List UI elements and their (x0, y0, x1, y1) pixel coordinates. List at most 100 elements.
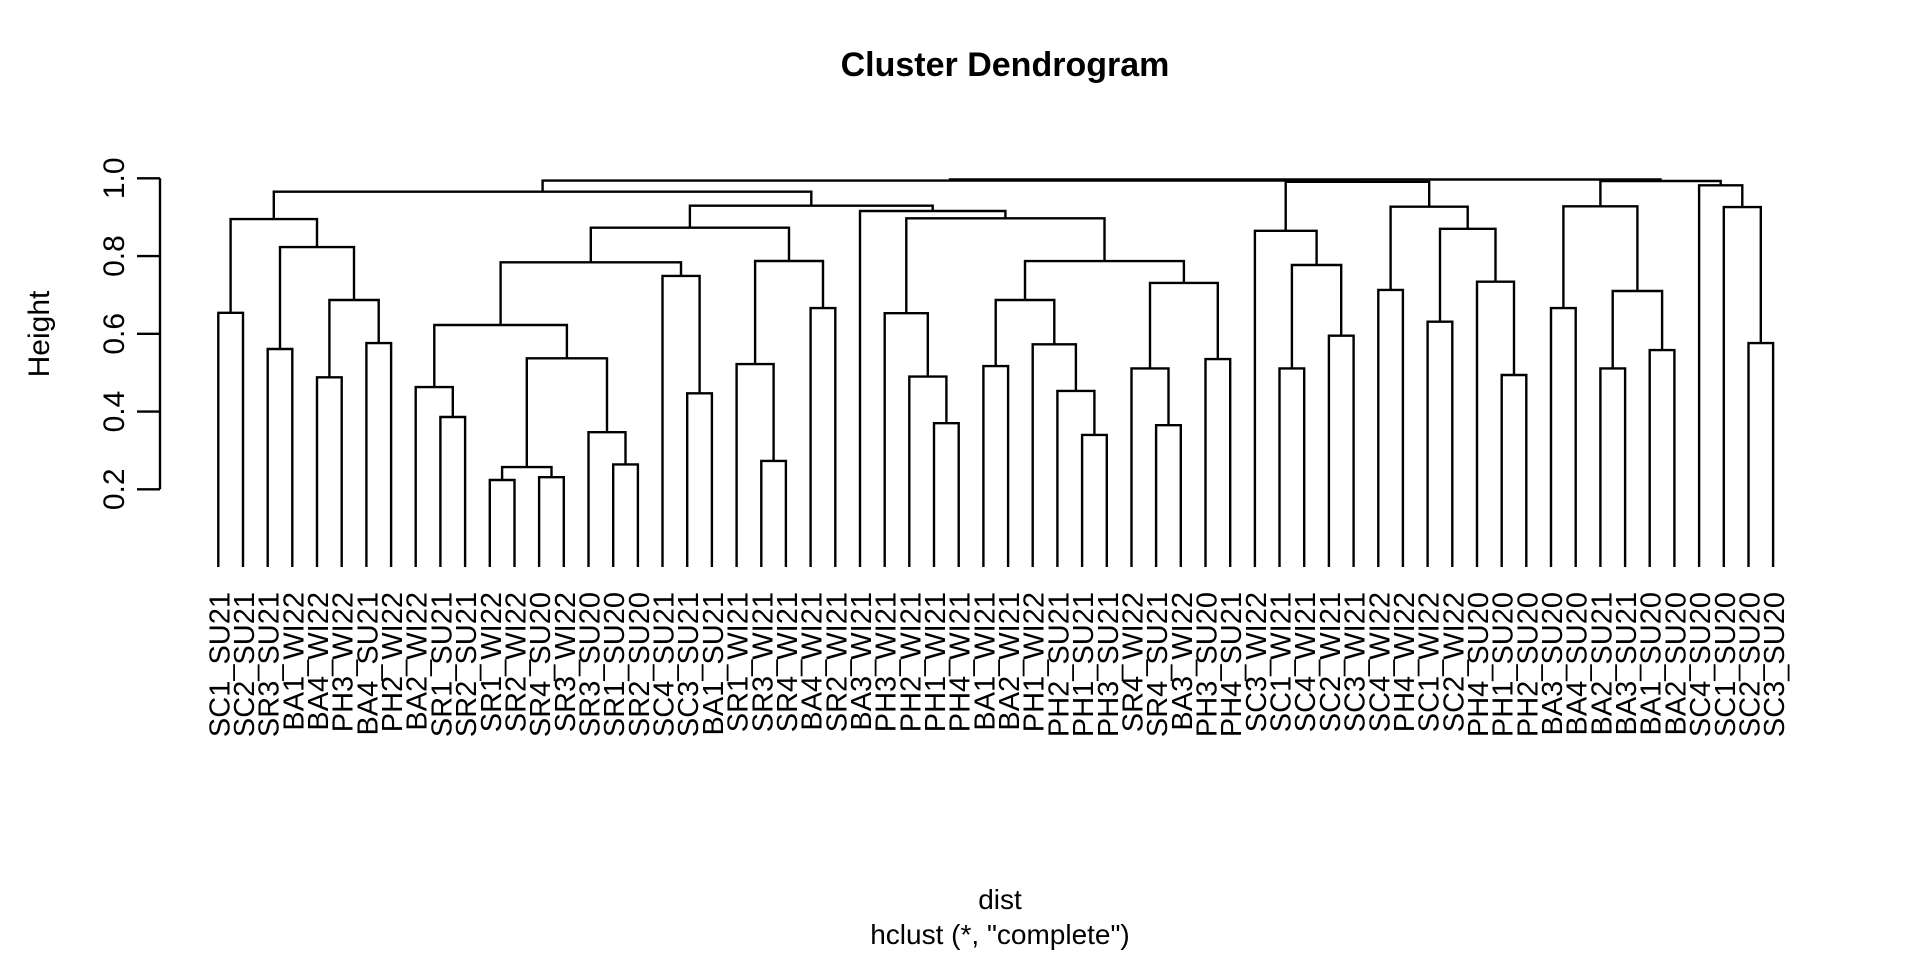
dendrogram-link (948, 178, 1662, 181)
dendrogram-link (753, 259, 825, 365)
leaf-label: SR3_WI21 (747, 592, 779, 732)
leaf-label: BA1_WI21 (969, 592, 1001, 731)
dendrogram-link (1549, 306, 1577, 567)
dendrogram-link (688, 204, 934, 228)
leaf-label: SC1_WI21 (1266, 592, 1298, 732)
dendrogram-link (1023, 259, 1186, 300)
dendrogram-link (883, 312, 929, 567)
y-tick-label: 0.8 (98, 235, 131, 277)
leaf-label: PH4_WI22 (1389, 592, 1421, 732)
leaf-label: SC3_SU21 (673, 592, 705, 737)
dendrogram-link (433, 323, 569, 388)
dendrogram-link (525, 357, 609, 468)
y-axis (137, 177, 162, 491)
dendrogram-link (982, 364, 1010, 567)
leaf-label: PH4_WI21 (945, 592, 977, 732)
leaf-label: SR1_SU20 (599, 592, 631, 737)
leaf-label: BA4_SU20 (1562, 592, 1594, 736)
x-axis-label: dist (978, 884, 1022, 915)
dendrogram-link (809, 306, 837, 567)
leaf-label: BA1_SU21 (698, 592, 730, 736)
dendrogram-link (1253, 229, 1318, 567)
leaf-label: BA2_WI22 (402, 592, 434, 731)
leaf-label: PH2_WI21 (895, 592, 927, 732)
dendrogram-link (278, 245, 356, 349)
leaf-label: SR2_WI22 (500, 592, 532, 732)
dendrogram-link (587, 431, 627, 567)
leaf-label: PH2_SU21 (1043, 592, 1075, 737)
leaf-label: PH2_SU20 (1512, 592, 1544, 737)
dendrogram-link (1290, 263, 1343, 369)
leaf-label: SR1_WI21 (723, 592, 755, 732)
leaf-label: BA2_WI21 (994, 592, 1026, 731)
dendrogram-link (229, 217, 319, 313)
dendrogram-link (612, 463, 640, 567)
leaf-label: SC1_SU20 (1710, 592, 1742, 737)
leaf-label: SR4_SU21 (1142, 592, 1174, 737)
dendrogram-link (328, 298, 380, 378)
dendrogram-link (1747, 341, 1775, 567)
leaf-label: SC4_WI22 (1364, 592, 1396, 732)
leaf-label: SR2_WI21 (821, 592, 853, 732)
dendrogram-link (488, 478, 516, 567)
y-axis-title: Height (23, 290, 56, 377)
dendrogram-link (1475, 280, 1516, 567)
y-tick-label: 0.2 (98, 468, 131, 510)
leaf-label: SC3_WI21 (1340, 592, 1372, 732)
leaf-label: SC4_WI21 (1290, 592, 1322, 732)
leaf-label: PH1_WI21 (920, 592, 952, 732)
dendrogram-link (1697, 184, 1744, 567)
leaf-label: SC2_SU21 (229, 592, 261, 737)
dendrogram-link (266, 347, 294, 567)
leaf-label: BA3_WI22 (1167, 592, 1199, 731)
leaf-label: PH1_WI22 (1019, 592, 1051, 732)
dendrogram-link (1031, 343, 1078, 567)
dendrogram-link (994, 298, 1056, 367)
dendrogram-link (735, 362, 775, 567)
dendrogram-link (315, 376, 343, 567)
y-tick-label: 0.6 (98, 313, 131, 355)
leaf-label: SR2_SU20 (624, 592, 656, 737)
leaf-label: PH3_WI22 (328, 592, 360, 732)
leaf-label: BA1_SU20 (1636, 592, 1668, 736)
dendrogram-link (541, 179, 1359, 192)
leaf-label: PH3_WI21 (871, 592, 903, 732)
leaf-label: SC4_SU20 (1685, 592, 1717, 737)
dendrogram-link (1080, 433, 1108, 567)
leaf-label: BA3_SU21 (1611, 592, 1643, 736)
dendrogram-link (1500, 373, 1528, 567)
dendrogram-link (686, 392, 714, 567)
leaf-label: PH4_SU21 (1216, 592, 1248, 737)
leaf-label: SR2_SU21 (451, 592, 483, 737)
leaf-label: SR3_SU20 (575, 592, 607, 737)
leaf-label: BA4_SU21 (352, 592, 384, 736)
dendrogram-link (1154, 424, 1182, 567)
chart-title: Cluster Dendrogram (840, 46, 1170, 84)
leaf-label: SR1_SU21 (426, 592, 458, 737)
leaf-label: SR4_SU20 (525, 592, 557, 737)
dendrogram-link (1130, 367, 1170, 567)
dendrogram-link (1722, 205, 1762, 567)
leaf-label: SR4_WI22 (1117, 592, 1149, 732)
dendrogram-link (537, 476, 565, 567)
leaf-label: SC2_WI22 (1438, 592, 1470, 732)
dendrogram-link (589, 226, 791, 263)
dendrogram-link (1438, 227, 1497, 322)
dendrogram-link (1278, 367, 1306, 567)
leaf-label: SR3_WI22 (550, 592, 582, 732)
dendrogram-link (217, 311, 245, 567)
hclust-method-caption: hclust (*, "complete") (870, 919, 1130, 950)
dendrogram-link (1611, 289, 1664, 369)
leaf-label: SC3_SU20 (1759, 592, 1791, 737)
leaf-label: SR4_WI21 (772, 592, 804, 732)
leaf-label: SC2_WI21 (1315, 592, 1347, 732)
leaf-label: BA2_SU21 (1586, 592, 1618, 736)
dendrogram-link (365, 341, 393, 567)
dendrogram-link (1148, 281, 1219, 369)
leaf-label: SR1_WI22 (476, 592, 508, 732)
dendrogram-link (1426, 320, 1454, 567)
leaf-label: PH1_SU21 (1068, 592, 1100, 737)
dendrogram-link (414, 385, 454, 567)
dendrogram-link (1056, 389, 1096, 567)
